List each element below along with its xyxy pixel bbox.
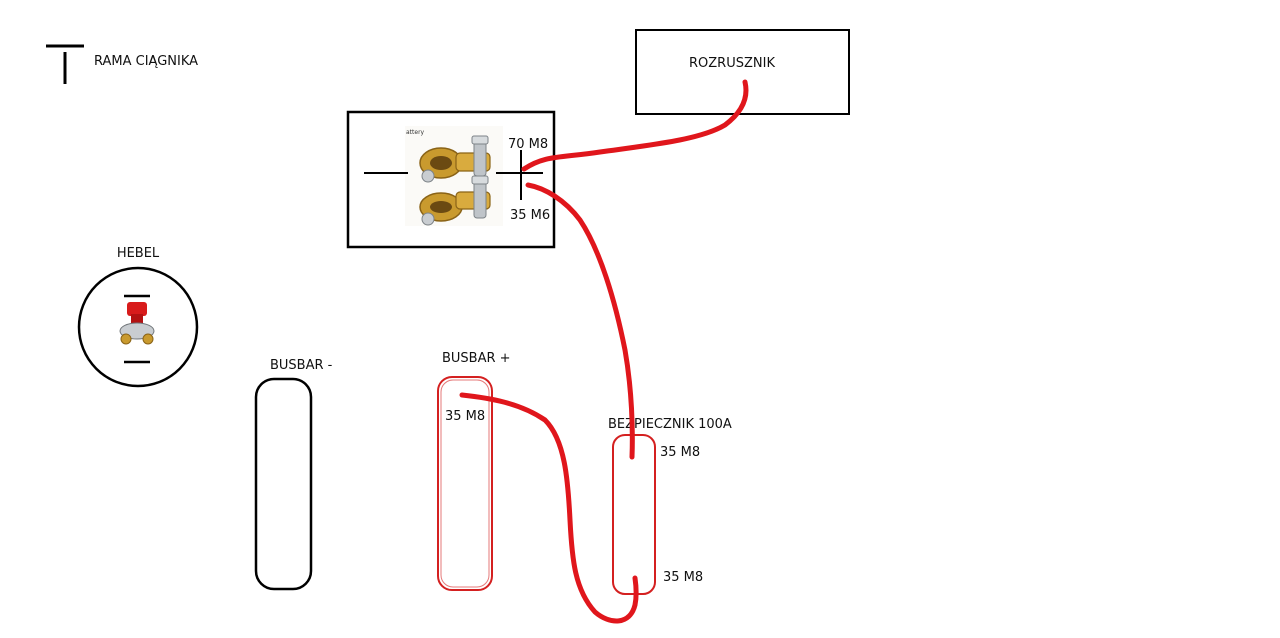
fuse-label: BEZPIECZNIK 100A — [608, 417, 732, 432]
starter-label: ROZRUSZNIK — [689, 56, 775, 71]
battery-terminal-top-label: 70 M8 — [508, 137, 548, 152]
ground-symbol-icon — [46, 44, 84, 84]
wire-busbar-to-fuse — [459, 392, 639, 624]
wire-battery-to-starter — [521, 79, 749, 172]
busbar-plus — [437, 376, 493, 591]
fuse-terminal-bottom-label: 35 M8 — [663, 570, 703, 585]
fuse-terminal-top-label: 35 M8 — [660, 445, 700, 460]
busbar-minus — [254, 377, 313, 591]
battery-terminal-bottom-label: 35 M6 — [510, 208, 550, 223]
wire-battery-to-fuse — [525, 182, 635, 460]
battery-cutoff-switch-icon — [119, 294, 155, 364]
battery-image-caption: attery — [406, 129, 425, 136]
switch-circle — [77, 266, 199, 388]
switch-label: HEBEL — [117, 246, 160, 261]
battery-box — [346, 110, 556, 249]
starter-box — [635, 29, 850, 115]
busbar-plus-label: BUSBAR + — [442, 351, 511, 366]
battery-clamp-icon: attery — [405, 126, 503, 226]
fuse-body — [612, 434, 656, 595]
busbar-minus-label: BUSBAR - — [270, 358, 333, 373]
ground-label: RAMA CIĄGNIKA — [94, 54, 198, 69]
busbar-plus-terminal-label: 35 M8 — [445, 409, 485, 424]
